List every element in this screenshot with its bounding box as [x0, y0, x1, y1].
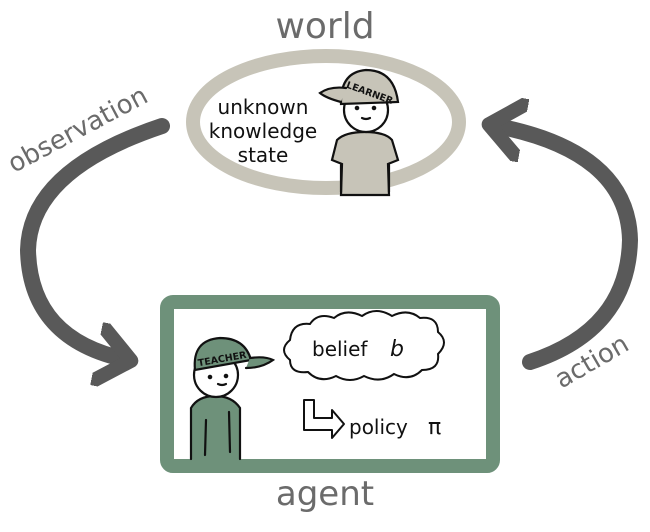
- action-arrow: [492, 125, 639, 370]
- agent-label: agent: [276, 474, 374, 514]
- teacher-figure: TEACHER: [189, 336, 276, 461]
- belief-cloud: [283, 310, 445, 381]
- state-line-3: state: [238, 143, 289, 167]
- state-line-1: unknown: [218, 95, 309, 119]
- world-label: world: [275, 6, 374, 47]
- belief-label: belief: [312, 337, 368, 361]
- policy-arrow-icon: [303, 399, 345, 439]
- policy-symbol: π: [428, 415, 441, 440]
- policy-label: policy: [349, 415, 408, 439]
- learner-figure: LEARNER: [318, 68, 400, 197]
- knowledge-state-text: unknown knowledge state: [209, 95, 317, 167]
- action-label: action: [550, 329, 634, 395]
- state-line-2: knowledge: [209, 119, 317, 143]
- belief-symbol: b: [390, 337, 404, 362]
- observation-arrow: [19, 118, 170, 360]
